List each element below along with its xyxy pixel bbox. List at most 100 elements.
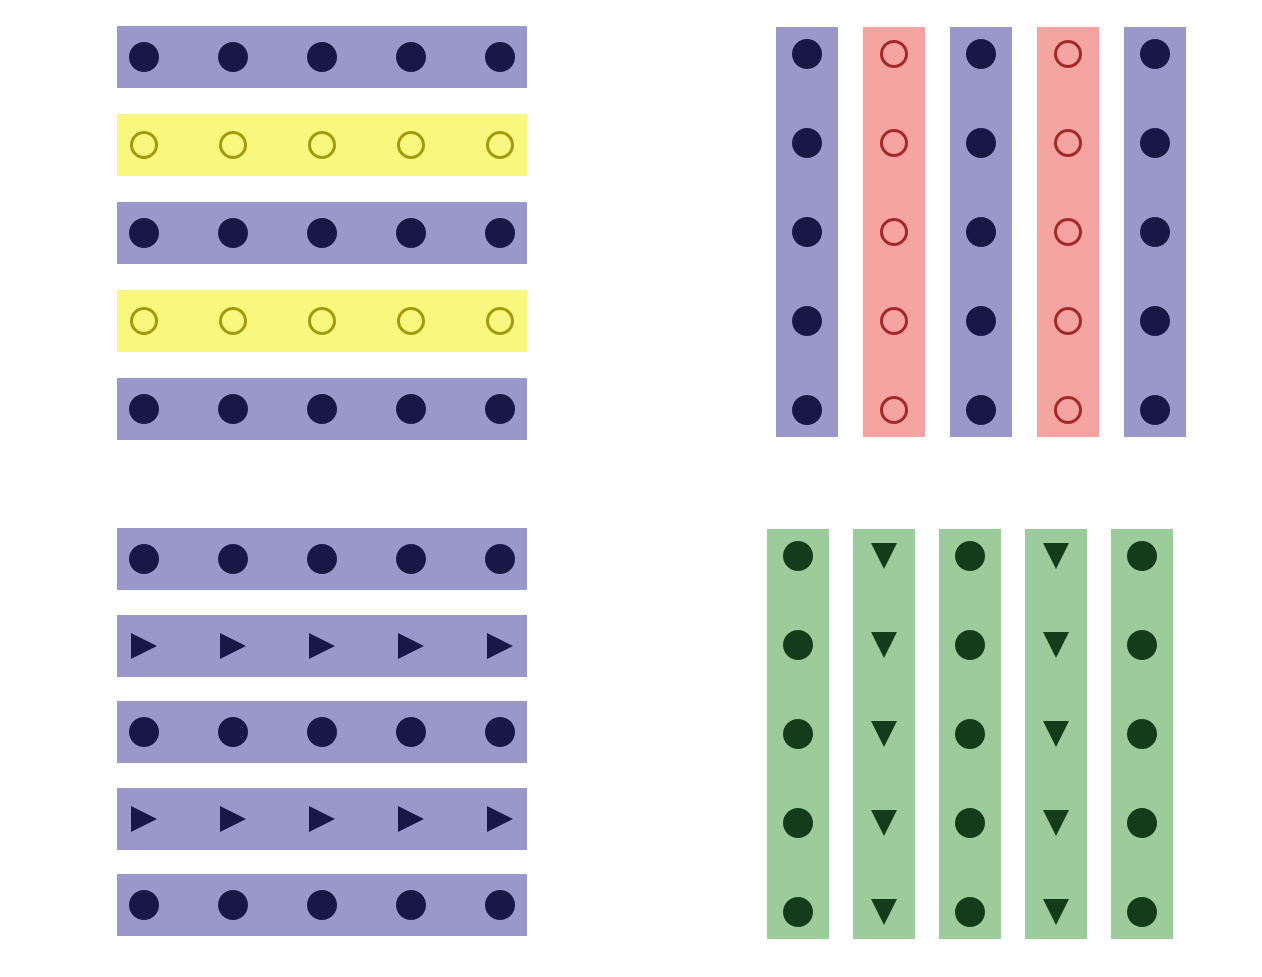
strip-5	[117, 874, 527, 936]
filled-dot	[792, 217, 822, 247]
strip-2	[863, 27, 925, 437]
filled-dot	[792, 395, 822, 425]
filled-dot	[1140, 39, 1170, 69]
open-circle	[1054, 218, 1082, 246]
strip-4	[117, 787, 527, 850]
strip-1	[117, 528, 527, 590]
filled-dot	[955, 897, 985, 927]
triangle-down-marker	[871, 543, 897, 569]
filled-dot	[307, 42, 337, 72]
filled-dot	[966, 395, 996, 425]
panel-top-right	[776, 27, 1186, 437]
filled-dot	[129, 218, 159, 248]
filled-dot	[396, 42, 426, 72]
open-circle	[486, 307, 514, 335]
strip-5	[117, 378, 527, 440]
filled-dot	[129, 42, 159, 72]
strip-5	[1124, 27, 1186, 437]
filled-dot	[218, 394, 248, 424]
filled-dot	[1127, 630, 1157, 660]
filled-dot	[485, 42, 515, 72]
triangle-down-marker	[871, 632, 897, 658]
filled-dot	[218, 544, 248, 574]
panel-bottom-right	[767, 529, 1173, 939]
open-circle	[219, 131, 247, 159]
filled-dot	[1140, 306, 1170, 336]
triangle-down-marker	[871, 721, 897, 747]
filled-dot	[1140, 128, 1170, 158]
open-circle	[130, 131, 158, 159]
triangle-right-marker	[220, 805, 246, 832]
panel-bottom-left	[117, 528, 527, 936]
filled-dot	[129, 394, 159, 424]
open-circle	[880, 129, 908, 157]
filled-dot	[307, 544, 337, 574]
filled-dot	[955, 630, 985, 660]
strip-5	[1111, 529, 1173, 939]
open-circle	[308, 307, 336, 335]
open-circle	[880, 218, 908, 246]
filled-dot	[783, 719, 813, 749]
open-circle	[308, 131, 336, 159]
triangle-right-marker	[131, 632, 157, 659]
filled-dot	[396, 890, 426, 920]
triangle-right-marker	[220, 632, 246, 659]
open-circle	[397, 131, 425, 159]
filled-dot	[783, 897, 813, 927]
filled-dot	[1127, 897, 1157, 927]
panel-top-left	[117, 26, 527, 440]
filled-dot	[966, 128, 996, 158]
filled-dot	[485, 890, 515, 920]
strip-2	[117, 614, 527, 677]
filled-dot	[783, 630, 813, 660]
filled-dot	[1127, 808, 1157, 838]
strip-1	[767, 529, 829, 939]
filled-dot	[966, 306, 996, 336]
open-circle	[1054, 129, 1082, 157]
open-circle	[219, 307, 247, 335]
filled-dot	[485, 218, 515, 248]
filled-dot	[307, 717, 337, 747]
triangle-down-marker	[1043, 810, 1069, 836]
strip-1	[776, 27, 838, 437]
strip-2	[117, 114, 527, 176]
filled-dot	[485, 544, 515, 574]
triangle-right-marker	[487, 632, 513, 659]
filled-dot	[307, 218, 337, 248]
filled-dot	[792, 306, 822, 336]
filled-dot	[1140, 217, 1170, 247]
strip-3	[950, 27, 1012, 437]
filled-dot	[955, 541, 985, 571]
triangle-right-marker	[309, 632, 335, 659]
strip-3	[117, 701, 527, 763]
strip-1	[117, 26, 527, 88]
filled-dot	[396, 394, 426, 424]
triangle-right-marker	[487, 805, 513, 832]
filled-dot	[1140, 395, 1170, 425]
filled-dot	[218, 42, 248, 72]
filled-dot	[396, 218, 426, 248]
filled-dot	[307, 394, 337, 424]
filled-dot	[792, 39, 822, 69]
triangle-down-marker	[1043, 543, 1069, 569]
filled-dot	[218, 218, 248, 248]
strip-4	[1025, 529, 1087, 939]
strip-3	[117, 202, 527, 264]
triangle-right-marker	[309, 805, 335, 832]
open-circle	[130, 307, 158, 335]
filled-dot	[307, 890, 337, 920]
filled-dot	[485, 717, 515, 747]
open-circle	[1054, 307, 1082, 335]
filled-dot	[129, 890, 159, 920]
filled-dot	[485, 394, 515, 424]
filled-dot	[218, 717, 248, 747]
triangle-down-marker	[871, 899, 897, 925]
filled-dot	[783, 808, 813, 838]
strip-4	[117, 290, 527, 352]
triangle-right-marker	[398, 805, 424, 832]
strip-2	[853, 529, 915, 939]
open-circle	[1054, 40, 1082, 68]
strip-3	[939, 529, 1001, 939]
triangle-down-marker	[1043, 899, 1069, 925]
